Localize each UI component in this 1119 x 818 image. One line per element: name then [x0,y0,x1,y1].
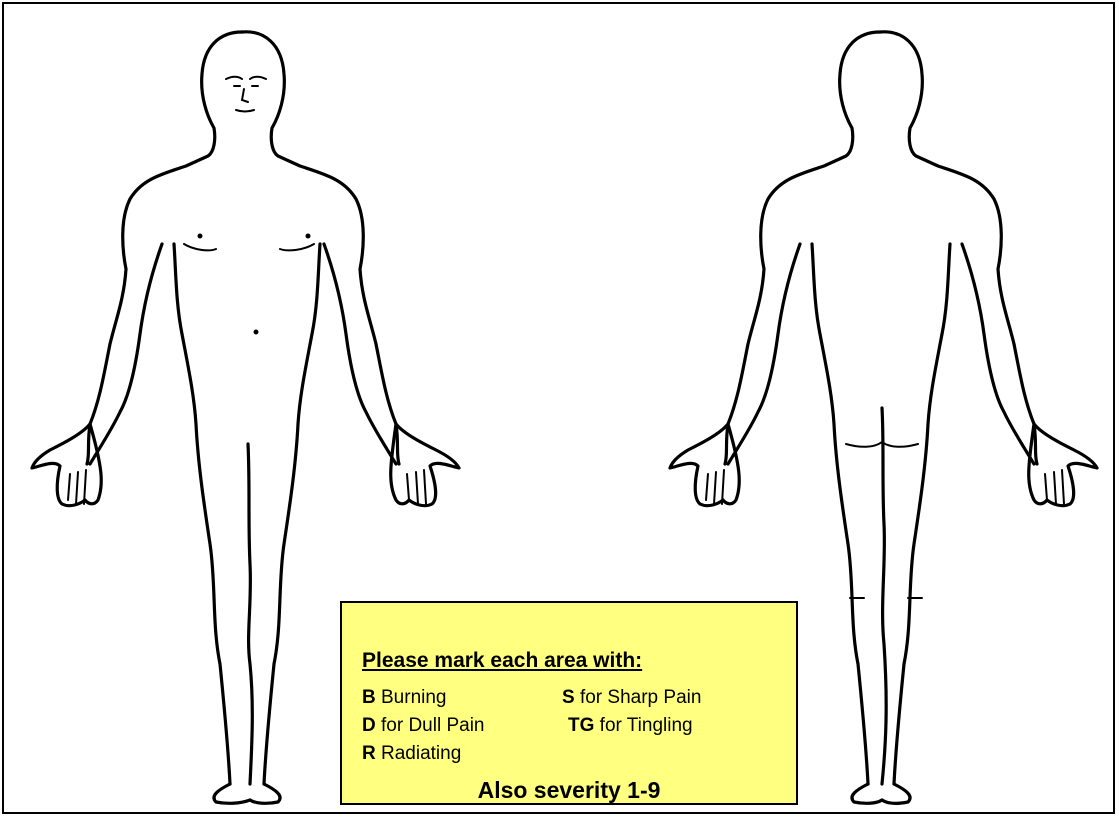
legend-text: Burning [376,687,447,708]
legend-text: Radiating [376,743,462,764]
legend-item-burning: B Burning [362,687,447,709]
legend-text: for Tingling [594,715,692,736]
legend-code: TG [568,715,594,736]
legend-severity-note: Also severity 1-9 [342,777,796,804]
legend-text: for Dull Pain [376,715,485,736]
legend-title: Please mark each area with: [362,649,642,673]
legend-text: for Sharp Pain [575,687,702,708]
legend-code: D [362,715,376,736]
legend-code: R [362,743,376,764]
legend-box: Please mark each area with: B Burning S … [340,601,798,805]
legend-code: B [362,687,376,708]
legend-item-dull-pain: D for Dull Pain [362,715,485,737]
legend-item-tingling: TG for Tingling [568,715,693,737]
legend-code: S [562,687,575,708]
legend-item-radiating: R Radiating [362,743,461,765]
back-head-outline [880,32,1037,464]
legend-item-sharp-pain: S for Sharp Pain [562,687,701,709]
